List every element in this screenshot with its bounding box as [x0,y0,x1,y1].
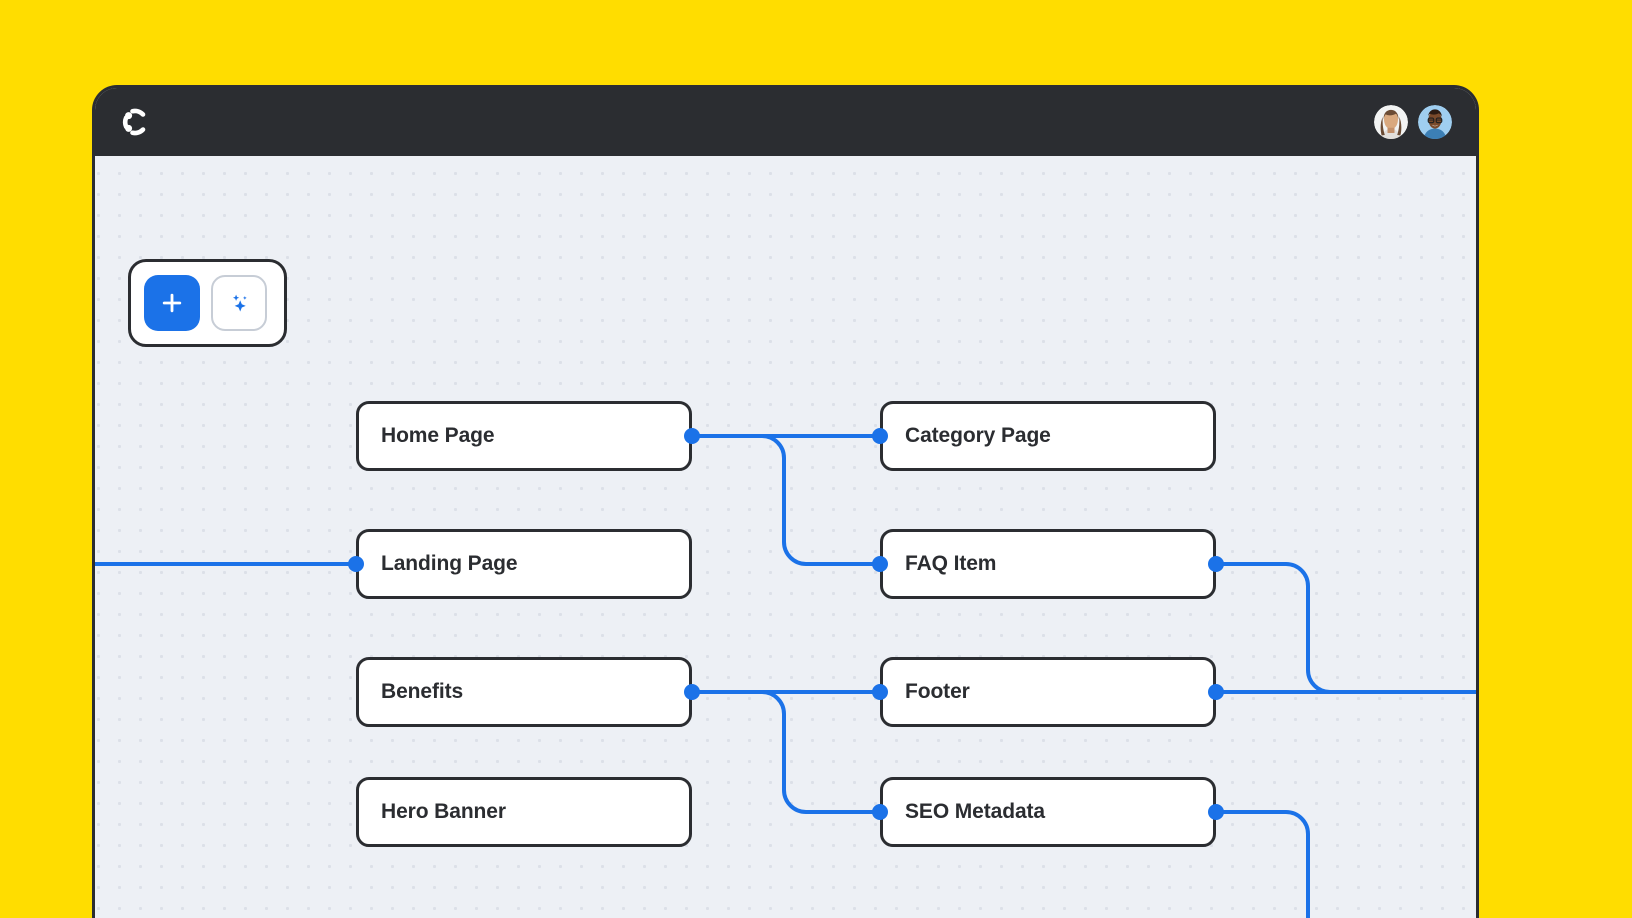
title-bar [95,88,1476,156]
port-right-seo-metadata[interactable] [1208,804,1224,820]
node-footer[interactable]: Footer [872,657,1224,727]
node-faq-item[interactable]: FAQ Item [872,529,1224,599]
edge-seo-metadata-outgoing [1214,810,1310,918]
add-node-button[interactable] [144,275,200,331]
collaborator-avatars [1374,105,1452,139]
ai-generate-button[interactable] [211,275,267,331]
port-left-landing-page[interactable] [348,556,364,572]
port-left-faq-item[interactable] [872,556,888,572]
circuit-c-logo[interactable] [117,105,151,139]
avatar-user-1[interactable] [1374,105,1408,139]
port-right-home-page[interactable] [684,428,700,444]
sparkle-ai-icon [232,294,247,312]
node-hero-banner[interactable]: Hero Banner [356,777,692,847]
port-right-benefits[interactable] [684,684,700,700]
node-label: Hero Banner [381,800,506,823]
app-window: Home Page Category Page Landing Page FAQ… [95,88,1476,918]
port-left-seo-metadata[interactable] [872,804,888,820]
flow-canvas[interactable]: Home Page Category Page Landing Page FAQ… [95,156,1476,918]
node-label: SEO Metadata [905,800,1046,823]
node-home-page[interactable]: Home Page [356,401,700,471]
node-category-page[interactable]: Category Page [872,401,1216,471]
node-landing-page[interactable]: Landing Page [348,529,692,599]
port-left-category-page[interactable] [872,428,888,444]
floating-toolbar [128,259,287,347]
node-label: Landing Page [381,552,518,575]
node-seo-metadata[interactable]: SEO Metadata [872,777,1224,847]
node-label: Benefits [381,680,464,703]
edge-benefits-to-seo-metadata [690,690,882,814]
edge-home-page-to-faq-item [690,434,882,566]
edge-layer [95,434,1476,918]
avatar-user-2[interactable] [1418,105,1452,139]
node-label: FAQ Item [905,552,997,575]
port-right-faq-item[interactable] [1208,556,1224,572]
node-label: Footer [905,680,970,703]
node-benefits[interactable]: Benefits [356,657,700,727]
node-label: Category Page [905,424,1051,447]
port-right-footer[interactable] [1208,684,1224,700]
port-left-footer[interactable] [872,684,888,700]
node-label: Home Page [381,424,495,447]
edge-faq-item-outgoing [1214,562,1476,694]
plus-icon [162,293,182,313]
